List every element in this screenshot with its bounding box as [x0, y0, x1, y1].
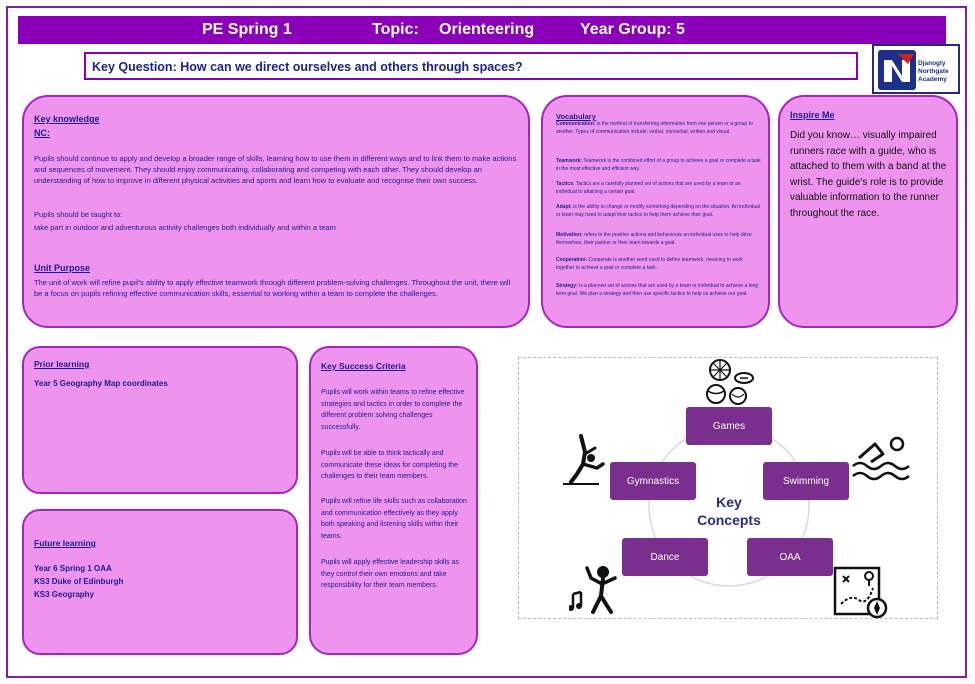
vocab-item: Strategy: is a planned set of actions th…: [556, 283, 761, 299]
vocab-item: Motivation: refers to the positive actio…: [556, 232, 761, 248]
subject-title: PE Spring 1: [202, 21, 292, 38]
logo-line-3: Academy: [918, 76, 947, 83]
vocab-definition: Teamwork is the combined effort of a gro…: [556, 158, 761, 172]
unit-purpose-text: The unit of work will refine pupil's abi…: [34, 278, 511, 298]
vocabulary-panel: Vocabulary Communication: is the method …: [541, 95, 770, 328]
vocab-term: Tactics:: [556, 181, 575, 187]
success-criteria-heading: Key Success Criteria: [321, 361, 406, 371]
unit-purpose-heading: Unit Purpose: [34, 263, 91, 273]
vocab-definition: is a planned set of actions that are use…: [556, 283, 759, 297]
vocab-term: Adapt:: [556, 204, 572, 210]
key-knowledge-heading: Key knowledge: [34, 114, 100, 124]
year-group: Year Group: 5: [580, 21, 685, 38]
vocab-term: Teamwork:: [556, 158, 583, 164]
vocabulary-heading: Vocabulary: [556, 112, 596, 121]
prior-item: Year 5 Geography Map coordinates: [34, 379, 168, 388]
nc-text: Pupils should continue to apply and deve…: [34, 154, 517, 185]
future-item: KS3 Geography: [34, 590, 95, 599]
key-concepts-title-line2: Concepts: [697, 512, 761, 528]
vocab-term: Motivation:: [556, 232, 583, 238]
header-bar: PE Spring 1 Topic: Orienteering Year Gro…: [18, 16, 946, 44]
concept-dance: Dance: [622, 538, 708, 576]
success-item: Pupils will be able to think tactically …: [321, 450, 458, 480]
topic-title: Orienteering: [439, 21, 535, 38]
gymnast-icon: [555, 434, 607, 486]
concept-swimming: Swimming: [763, 462, 849, 500]
swimmer-icon: [852, 436, 910, 481]
vocab-item: Adapt: is the ability to change or modif…: [556, 204, 761, 220]
future-item: KS3 Duke of Edinburgh: [34, 577, 124, 586]
inspire-panel: Inspire Me Did you know… visually impair…: [778, 95, 958, 328]
prior-learning-panel: Prior learning Year 5 Geography Map coor…: [22, 346, 298, 494]
success-criteria-panel: Key Success Criteria Pupils will work wi…: [309, 346, 478, 655]
nc-heading: NC:: [34, 128, 50, 138]
vocab-definition: Tactics are a carefully planned set of a…: [556, 181, 741, 195]
success-item: Pupils will work within teams to refine …: [321, 389, 465, 431]
concept-games: Games: [686, 407, 772, 445]
future-learning-panel: Future learning Year 6 Spring 1 OAA KS3 …: [22, 509, 298, 655]
dancer-icon: [569, 566, 617, 614]
key-knowledge-panel: Key knowledge NC: Pupils should continue…: [22, 95, 530, 328]
vocab-item: Teamwork: Teamwork is the combined effor…: [556, 158, 761, 174]
vocab-definition: is the ability to change or modify somet…: [556, 204, 761, 218]
vocab-term: Cooperation:: [556, 257, 588, 263]
logo-line-1: Djanogly: [918, 60, 946, 67]
inspire-heading: Inspire Me: [790, 110, 835, 120]
future-item: Year 6 Spring 1 OAA: [34, 564, 112, 573]
vocab-term: Communication:: [556, 121, 596, 127]
vocab-item: Cooperation: Cooperate is another word u…: [556, 257, 761, 273]
key-concepts-title: Key Concepts: [689, 493, 769, 529]
page-frame: [6, 6, 967, 678]
sports-balls-icon: [706, 359, 754, 405]
inspire-text: Did you know… visually impaired runners …: [790, 130, 947, 219]
vocab-definition: is the method of transferring informatio…: [556, 121, 753, 135]
success-item: Pupils will apply effective leadership s…: [321, 559, 459, 589]
key-concepts-title-line1: Key: [716, 494, 742, 510]
taught-item: take part in outdoor and adventurous act…: [34, 223, 336, 232]
vocab-item: Communication: is the method of transfer…: [556, 121, 761, 137]
vocab-item: Tactics: Tactics are a carefully planned…: [556, 181, 761, 197]
school-logo: Djanogly Northgate Academy: [872, 44, 960, 94]
orienteering-map-icon: [833, 566, 888, 619]
vocab-definition: Cooperate is another word used to define…: [556, 257, 743, 271]
key-concepts-diagram: Key Concepts Games Swimming OAA Dance Gy…: [518, 357, 938, 619]
topic-label: Topic:: [372, 21, 419, 38]
key-question: Key Question: How can we direct ourselve…: [84, 52, 858, 80]
concept-oaa: OAA: [747, 538, 833, 576]
logo-line-2: Northgate: [918, 68, 949, 75]
prior-learning-heading: Prior learning: [34, 359, 90, 369]
vocab-term: Strategy:: [556, 283, 578, 289]
future-learning-heading: Future learning: [34, 538, 96, 548]
concept-gymnastics: Gymnastics: [610, 462, 696, 500]
taught-intro: Pupils should be taught to:: [34, 210, 123, 219]
success-item: Pupils will refine life skills such as c…: [321, 498, 467, 540]
vocab-definition: refers to the positive actions and behav…: [556, 232, 752, 246]
logo-icon: [878, 50, 916, 90]
